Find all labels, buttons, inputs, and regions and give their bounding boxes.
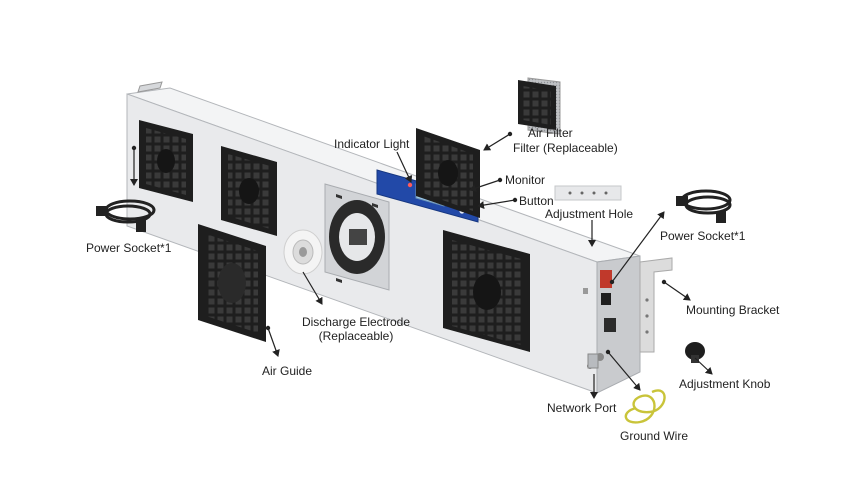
arrow-air-filter: [483, 133, 511, 151]
label-ground-wire: Ground Wire: [620, 429, 689, 443]
label-air-filter-line2: Filter (Replaceable): [513, 141, 618, 155]
network-port-cable: [587, 353, 599, 369]
air-filter-cover: [518, 80, 556, 130]
label-discharge-electrode-line2: (Replaceable): [318, 329, 394, 343]
mounting-bracket: [639, 257, 673, 353]
adjustment-knob: [685, 342, 705, 363]
hanging-tab: [137, 81, 163, 93]
fan-exploded-top: [416, 128, 480, 218]
label-air-filter-line1: Air Filter: [528, 126, 573, 140]
power-cord-right: [676, 189, 732, 223]
air-guide: [198, 224, 266, 342]
fan-mounted-1: [139, 120, 193, 202]
arrow-indicator-light: [396, 151, 413, 183]
label-adjustment-knob: Adjustment Knob: [679, 377, 771, 391]
end-face-components: [583, 270, 616, 369]
arrow-monitor: [469, 179, 501, 192]
arrow-ground-wire: [607, 351, 641, 391]
adjustment-hole-plate: [554, 185, 622, 201]
arrow-mounting-bracket: [663, 281, 691, 301]
discharge-electrode: [283, 229, 323, 275]
label-adjustment-hole: Adjustment Hole: [545, 207, 634, 221]
arrow-discharge-electrode: [302, 271, 323, 305]
fan-mounted-2: [221, 146, 277, 236]
fan-opening-center: [324, 183, 390, 291]
arrow-power-socket-right: [611, 211, 665, 283]
label-mounting-bracket: Mounting Bracket: [686, 303, 780, 317]
arrow-air-guide: [267, 327, 280, 357]
label-monitor: Monitor: [505, 173, 546, 187]
ground-wire: [624, 389, 666, 424]
label-network-port: Network Port: [547, 401, 617, 415]
indicator-light: [407, 182, 413, 188]
label-button: Button: [519, 194, 554, 208]
housing-end-face: [596, 255, 641, 394]
label-indicator-light: Indicator Light: [334, 137, 410, 151]
callout-arrows: [130, 133, 713, 399]
label-discharge-electrode-line1: Discharge Electrode: [301, 315, 411, 329]
power-cord-left: [96, 199, 156, 232]
fan-mounted-4: [443, 230, 530, 352]
callout-dots: [131, 131, 667, 355]
label-power-socket-left: Power Socket*1: [86, 241, 172, 255]
label-air-guide: Air Guide: [262, 364, 313, 378]
arrow-button: [477, 199, 516, 209]
label-power-socket-right: Power Socket*1: [660, 229, 746, 243]
arrow-adjustment-knob: [694, 357, 713, 375]
